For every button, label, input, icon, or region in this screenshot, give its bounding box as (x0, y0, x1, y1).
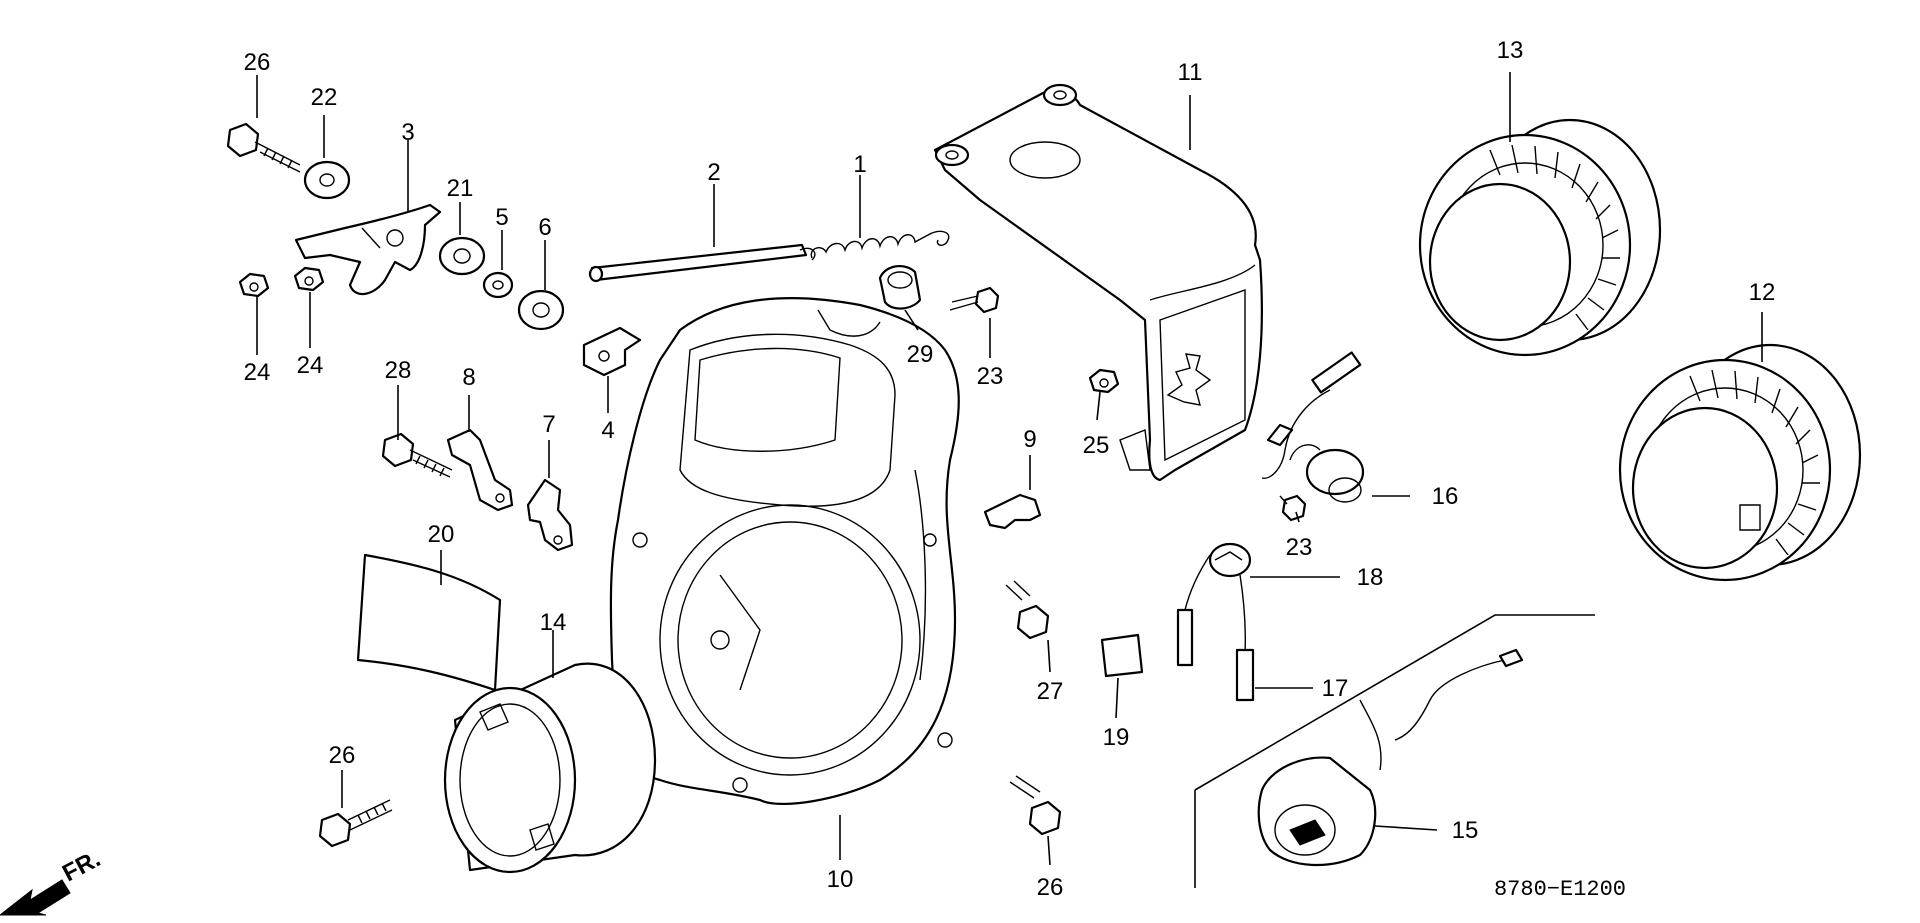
callout-22: 22 (311, 84, 338, 111)
stop-switch-part (1261, 351, 1365, 503)
cover-19-part (1100, 633, 1144, 678)
control-rod-part (588, 243, 816, 283)
washer-22-part (303, 160, 351, 200)
collar-29-part (878, 264, 922, 310)
callout-20: 20 (428, 521, 455, 548)
callout-26-left: 26 (329, 742, 356, 769)
starter-pulley-13-part (1418, 118, 1662, 357)
callout-24-right: 24 (297, 352, 324, 379)
bracket-7-part (526, 478, 574, 552)
callout-4: 4 (601, 417, 614, 444)
clip-9-part (983, 493, 1042, 530)
oil-sensor-part (1176, 542, 1255, 702)
bolt-28-part (381, 432, 453, 478)
callout-13: 13 (1497, 37, 1524, 64)
label-sticker-part (356, 553, 502, 692)
callout-15: 15 (1452, 817, 1479, 844)
bolt-26-lower-left-part (318, 799, 393, 848)
subassembly-frame (1194, 614, 1595, 888)
starter-cup-part (443, 662, 657, 874)
bolt-27-part (226, 122, 301, 173)
fan-cover-shroud-part (933, 83, 1263, 482)
callout-24-left: 24 (244, 359, 271, 386)
callout-27: 26 (244, 49, 271, 76)
callout-10: 10 (827, 866, 854, 893)
callout-9: 9 (1023, 426, 1036, 453)
callout-23-upper: 23 (977, 363, 1004, 390)
bolt-26-bottom-part (1009, 775, 1062, 836)
callout-19: 19 (1103, 724, 1130, 751)
nut-25-part (1088, 368, 1120, 394)
starter-pulley-12-part (1618, 343, 1862, 582)
callout-25: 25 (1083, 432, 1110, 459)
callout-1: 1 (853, 151, 866, 178)
callout-17: 17 (1322, 675, 1349, 702)
bracket-8-part (446, 428, 514, 512)
callout-21: 21 (447, 175, 474, 202)
callout-28: 28 (385, 357, 412, 384)
nut-24a-part (238, 272, 270, 298)
callout-18: 18 (1357, 564, 1384, 591)
washer-5-part (482, 271, 514, 299)
front-direction-arrow-icon (0, 879, 71, 916)
callout-3: 3 (401, 119, 414, 146)
callout-2: 2 (707, 159, 720, 186)
bolt-26-center-part (1005, 580, 1050, 640)
callout-23-lower: 23 (1286, 534, 1313, 561)
callout-14: 14 (540, 609, 567, 636)
callout-6: 6 (538, 214, 551, 241)
callout-5: 5 (495, 204, 508, 231)
return-spring-part (810, 230, 950, 259)
front-direction-label: FR. (58, 845, 105, 887)
screw-23-lower-part (1279, 494, 1307, 522)
screw-23-upper-part (949, 286, 1000, 314)
governor-arm-part (294, 203, 442, 296)
callout-26-center: 27 (1037, 678, 1064, 705)
callout-26-bottom: 26 (1037, 874, 1064, 901)
callout-29: 29 (907, 341, 934, 368)
washer-21-part (438, 236, 486, 276)
callout-11: 11 (1178, 59, 1203, 86)
callout-12: 12 (1749, 279, 1776, 306)
callout-16: 16 (1432, 483, 1459, 510)
oil-alert-unit-part (1257, 648, 1524, 867)
fan-cover-part (609, 297, 960, 806)
leader-lines (256, 72, 1763, 866)
washer-6-part (517, 289, 565, 331)
callout-8: 8 (462, 364, 475, 391)
drawing-code: 8780−E1200 (1494, 877, 1626, 902)
nut-24b-part (293, 266, 325, 292)
callout-7: 7 (542, 411, 555, 438)
bracket-4-part (582, 326, 642, 377)
